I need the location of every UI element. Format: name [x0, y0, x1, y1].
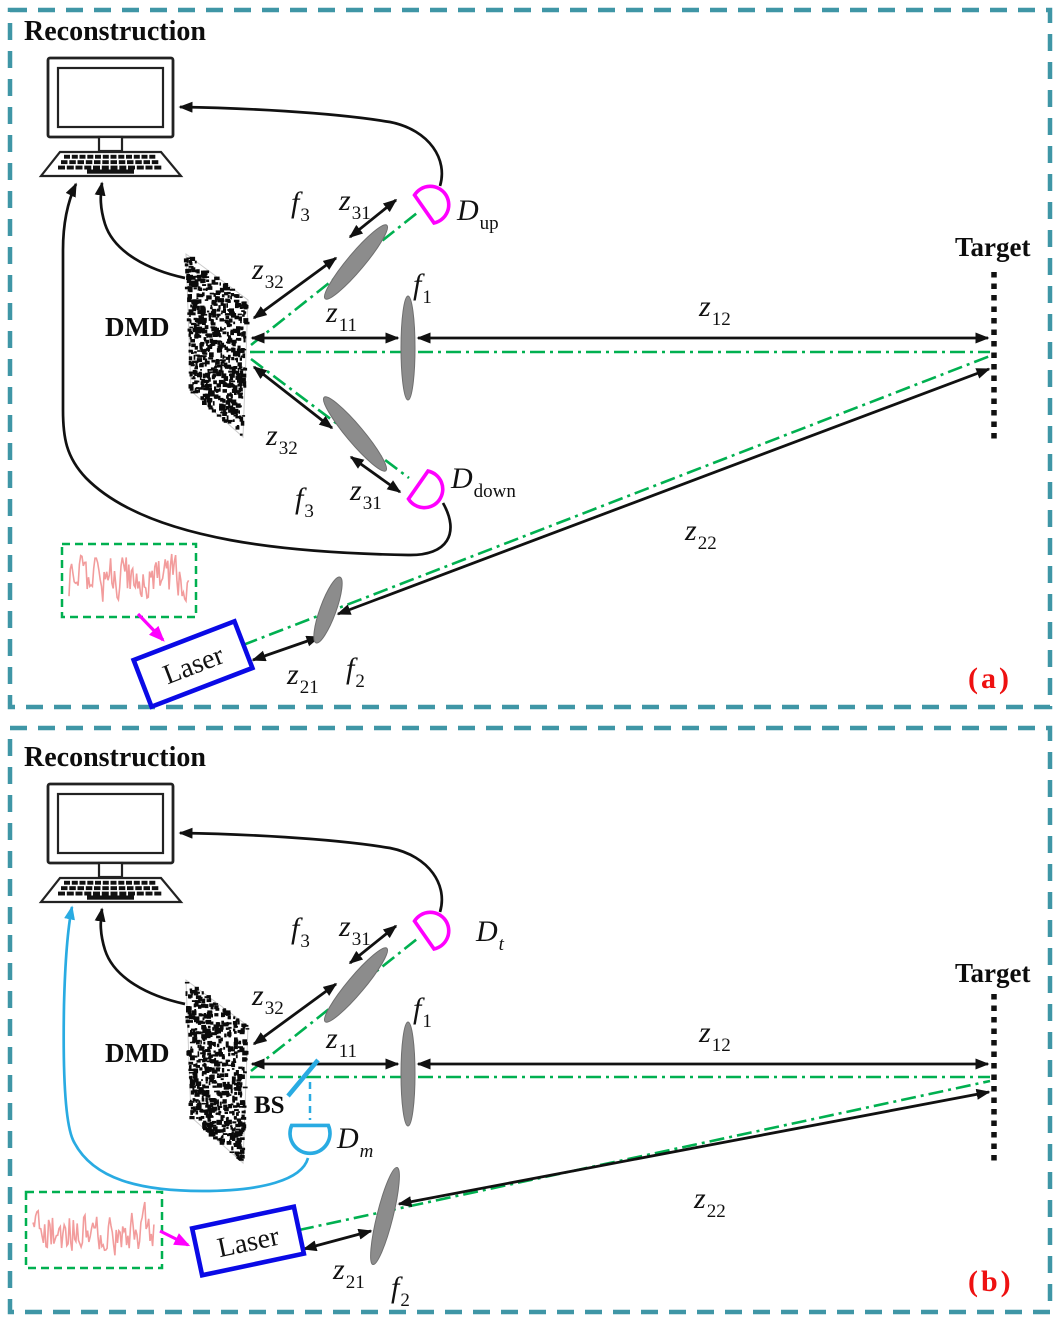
- laser-noise-waveform: [69, 554, 189, 602]
- label-detector-dt: Dt: [475, 915, 505, 955]
- lens-f2: [309, 574, 348, 645]
- dmd-to-computer-curve: [101, 909, 185, 1004]
- panel-a-tag: (a): [968, 662, 1012, 695]
- dmd-panel: [185, 980, 249, 1163]
- panel-a-reconstruction-label: Reconstruction: [24, 16, 206, 47]
- lens-f2: [365, 1166, 405, 1267]
- label-f2: f2: [346, 652, 365, 692]
- laser-noise-waveform: [33, 1202, 154, 1255]
- target-label: Target: [955, 232, 1031, 262]
- panel-b-reconstruction-label: Reconstruction: [24, 742, 206, 773]
- label-z21: z21: [286, 658, 319, 698]
- label-z32-bottom: z32: [265, 419, 298, 459]
- label-f1: f1: [413, 268, 432, 308]
- laser: Laser: [134, 621, 253, 706]
- label-f3-bottom: f3: [295, 482, 314, 522]
- label-z11: z11: [325, 296, 357, 336]
- label-z22: z22: [693, 1182, 726, 1222]
- computer-icon: [41, 58, 181, 176]
- dmd-panel: [184, 254, 250, 437]
- label-z31-bottom: z31: [349, 474, 382, 514]
- label-z31-top: z31: [338, 184, 371, 224]
- label-z32: z32: [251, 979, 284, 1019]
- lens-f3-bottom: [318, 392, 393, 476]
- detector-ddown: [408, 470, 450, 515]
- label-f2: f2: [391, 1271, 410, 1311]
- detector-dt: [414, 905, 456, 950]
- label-detector-dm: Dm: [336, 1122, 373, 1162]
- detector-dm: [290, 1125, 330, 1153]
- target-label: Target: [955, 958, 1031, 988]
- laser: Laser: [192, 1207, 304, 1276]
- label-z21: z21: [332, 1253, 365, 1293]
- dmd-to-computer-curve: [101, 183, 185, 278]
- label-f3-top: f3: [291, 186, 310, 226]
- label-f3: f3: [291, 912, 310, 952]
- label-z11: z11: [325, 1022, 357, 1062]
- label-z31: z31: [338, 910, 371, 950]
- label-z32-top: z32: [251, 253, 284, 293]
- label-detector-dup: Dup: [456, 194, 499, 234]
- lens-f3: [319, 943, 394, 1027]
- dm-to-computer-curve: [64, 907, 308, 1191]
- bs-label: BS: [254, 1092, 285, 1119]
- waveform-box: [26, 1192, 162, 1268]
- waveform-to-laser-arrow: [160, 1231, 188, 1245]
- dup-to-computer-curve: [180, 107, 442, 186]
- label-f1: f1: [413, 992, 432, 1032]
- panel-a: Reconstruction: [10, 10, 1050, 707]
- dmd-label: DMD: [105, 1038, 169, 1068]
- label-z12: z12: [698, 290, 731, 330]
- panel-b-tag: (b): [968, 1265, 1014, 1298]
- z21-beam: [253, 637, 319, 660]
- dmd-label: DMD: [105, 312, 169, 342]
- label-detector-ddown: Ddown: [450, 462, 516, 502]
- lens-f1: [401, 1022, 415, 1126]
- lens-f1: [401, 296, 415, 400]
- panel-b: Reconstruction Tar: [10, 728, 1050, 1312]
- detector-dup: [414, 179, 456, 224]
- computer-icon: [41, 784, 181, 902]
- label-z12: z12: [698, 1016, 731, 1056]
- dt-to-computer-curve: [180, 833, 442, 912]
- z21-beam: [304, 1231, 371, 1249]
- label-z22: z22: [684, 514, 717, 554]
